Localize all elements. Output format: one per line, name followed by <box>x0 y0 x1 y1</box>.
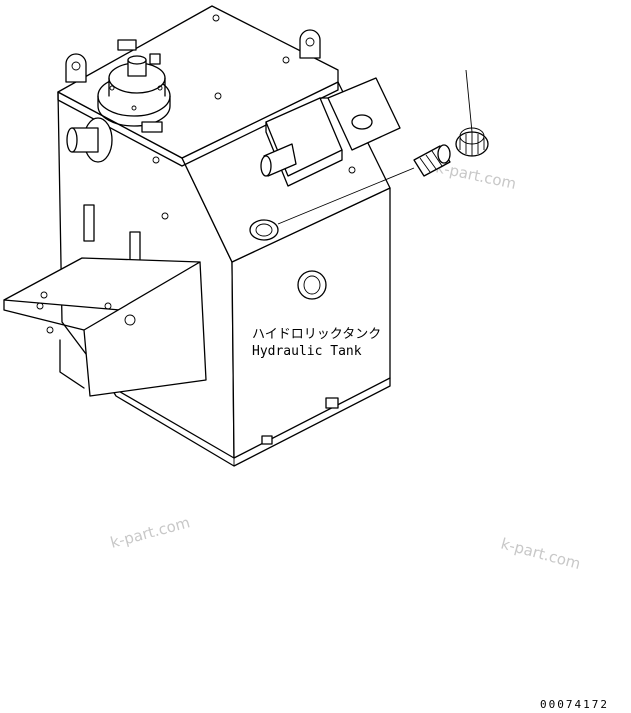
filler-cap-exploded <box>455 127 489 157</box>
drain-bosses <box>261 397 339 445</box>
chamfer-port <box>249 219 279 241</box>
watermark-3: k-part.com <box>108 513 192 552</box>
mounting-bracket <box>3 257 207 397</box>
lifting-eye-left <box>65 53 87 83</box>
drawing-code: 00074172 <box>540 698 609 711</box>
sight-gauge <box>297 270 327 300</box>
side-clips <box>83 204 169 269</box>
breather-assembly <box>97 53 171 127</box>
side-port <box>66 117 160 164</box>
tank-top-face <box>57 5 339 159</box>
leader-lines <box>277 69 473 225</box>
label-japanese: ハイドロリックタンク <box>252 327 381 342</box>
tank-body <box>57 5 391 467</box>
top-brackets <box>117 14 290 133</box>
watermark-4: k-part.com <box>499 534 583 573</box>
label-english: Hydraulic Tank <box>252 344 362 359</box>
strainer-exploded <box>413 144 451 177</box>
lifting-eye-right <box>299 29 321 59</box>
filler-housing <box>260 77 401 187</box>
